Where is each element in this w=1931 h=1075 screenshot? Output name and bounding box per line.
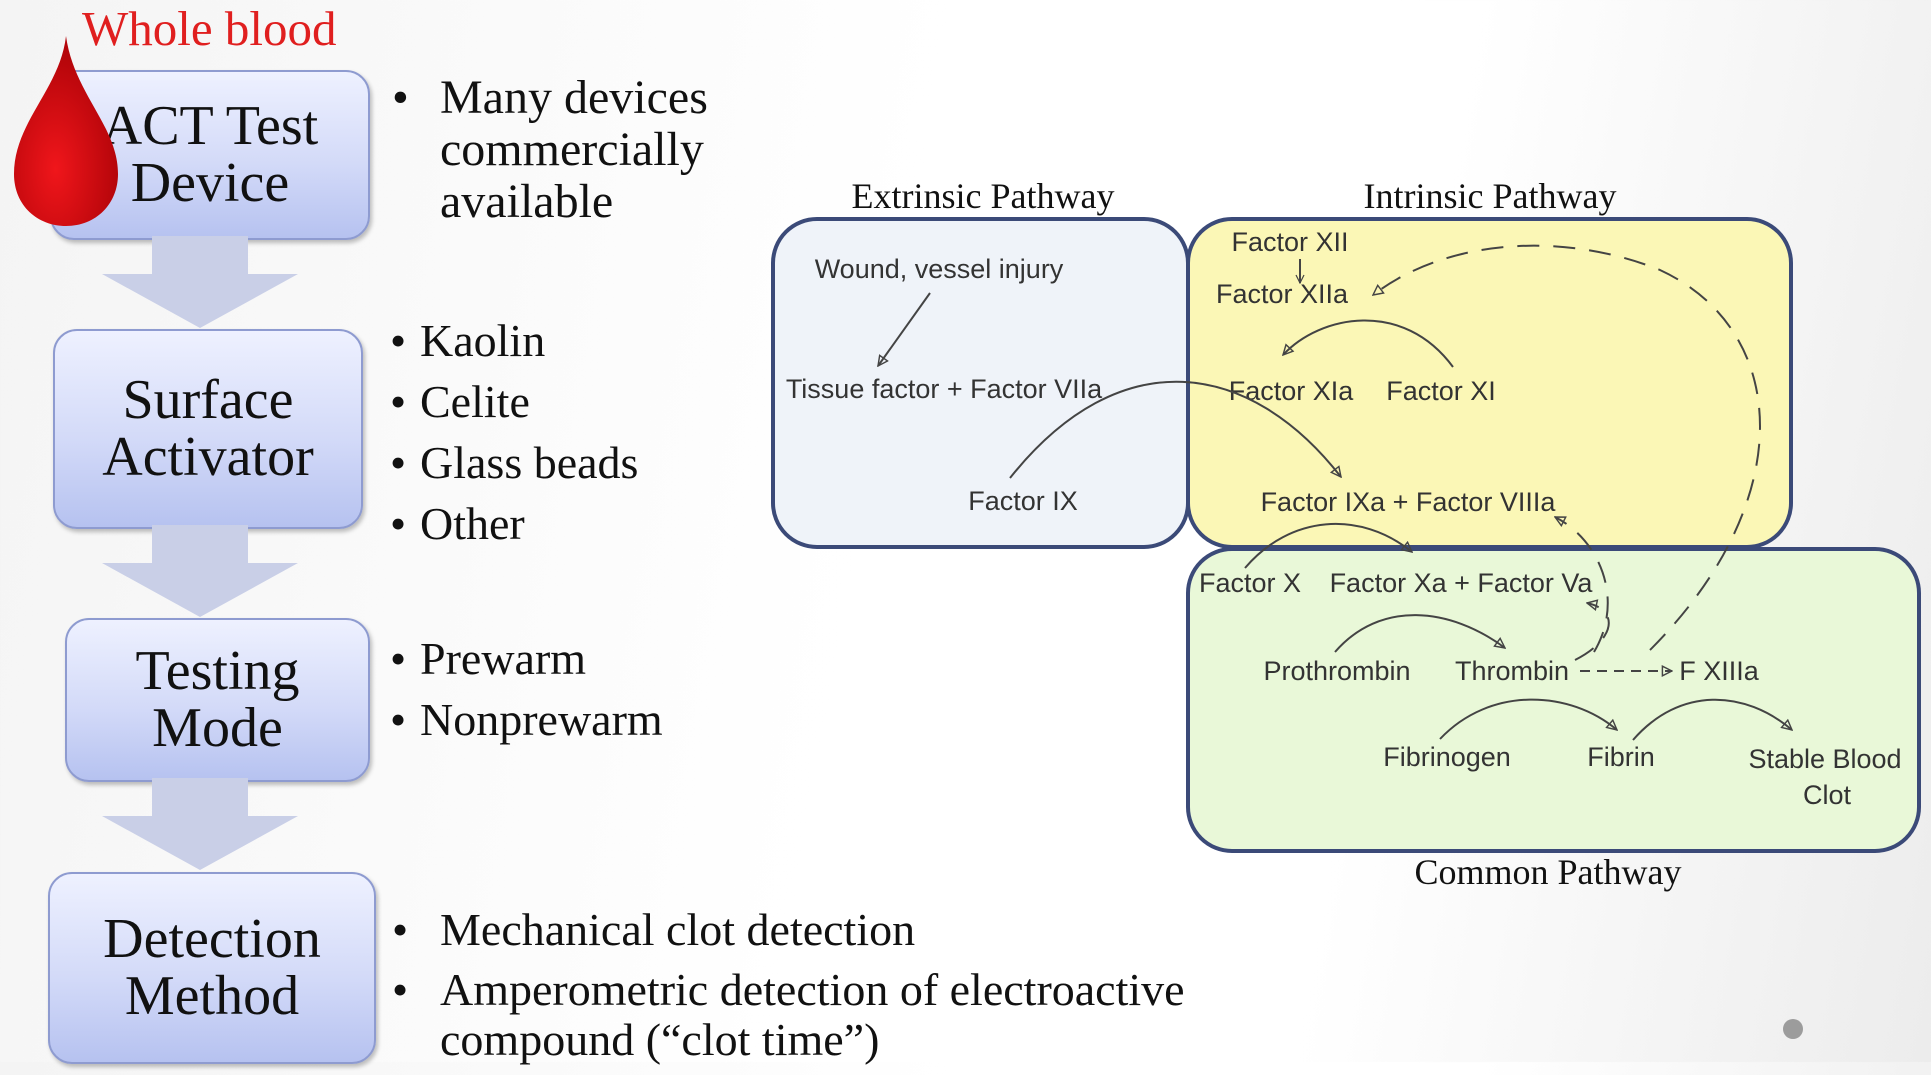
intrinsic-pathway-title: Intrinsic Pathway bbox=[1364, 176, 1617, 216]
bullet-item: Kaolin bbox=[390, 310, 638, 371]
node-thrombin: Thrombin bbox=[1455, 656, 1569, 686]
node-fibrin: Fibrin bbox=[1587, 742, 1655, 772]
node-f-xiiia: F XIIIa bbox=[1679, 656, 1760, 686]
node-factor-xia: Factor XIa bbox=[1229, 376, 1355, 406]
slide-indicator-icon bbox=[1783, 1019, 1803, 1039]
bullet-item: Many devices commercially available bbox=[392, 72, 708, 228]
node-factor-xi: Factor XI bbox=[1386, 376, 1496, 406]
detection-bullets: Mechanical clot detection Amperometric d… bbox=[392, 905, 1185, 1075]
bullet-item: Glass beads bbox=[390, 432, 638, 493]
mode-bullets: Prewarm Nonprewarm bbox=[390, 628, 663, 750]
activator-bullets: Kaolin Celite Glass beads Other bbox=[390, 310, 638, 554]
common-pathway-title: Common Pathway bbox=[1415, 852, 1682, 892]
node-factor-x: Factor X bbox=[1199, 568, 1301, 598]
extrinsic-pathway-title: Extrinsic Pathway bbox=[852, 176, 1115, 216]
node-factor-ixa: Factor IXa + Factor VIIIa bbox=[1261, 487, 1557, 517]
node-stable-clot-line2: Clot bbox=[1803, 780, 1852, 810]
bullet-item: Prewarm bbox=[390, 628, 663, 689]
step-act-test-device: ACT Test Device bbox=[50, 70, 370, 240]
down-arrow-icon bbox=[102, 525, 298, 617]
bullet-item: Nonprewarm bbox=[390, 689, 663, 750]
node-wound: Wound, vessel injury bbox=[815, 254, 1064, 284]
node-stable-clot: Stable Blood bbox=[1748, 744, 1901, 774]
step-testing-mode: Testing Mode bbox=[65, 618, 370, 782]
bullet-item: Other bbox=[390, 493, 638, 554]
node-prothrombin: Prothrombin bbox=[1263, 656, 1410, 686]
device-bullets: Many devices commercially available bbox=[392, 72, 708, 228]
bullet-item: Mechanical clot detection bbox=[392, 905, 1185, 956]
whole-blood-label: Whole blood bbox=[82, 1, 337, 56]
down-arrow-icon bbox=[102, 778, 298, 870]
bullet-item: Amperometric detection of electroactive … bbox=[392, 965, 1185, 1065]
cascade-arrows bbox=[878, 259, 1792, 741]
down-arrow-icon bbox=[102, 236, 298, 328]
cascade-dashed-arrows bbox=[1373, 244, 1761, 661]
node-factor-ix: Factor IX bbox=[968, 486, 1078, 516]
bullet-item: Celite bbox=[390, 371, 638, 432]
node-factor-xa: Factor Xa + Factor Va bbox=[1330, 568, 1594, 598]
node-factor-xii: Factor XII bbox=[1231, 227, 1348, 257]
blood-drop-icon bbox=[14, 36, 118, 226]
node-tissue-factor: Tissue factor + Factor VIIa bbox=[786, 374, 1103, 404]
node-fibrinogen: Fibrinogen bbox=[1383, 742, 1511, 772]
node-factor-xiia: Factor XIIa bbox=[1216, 279, 1349, 309]
